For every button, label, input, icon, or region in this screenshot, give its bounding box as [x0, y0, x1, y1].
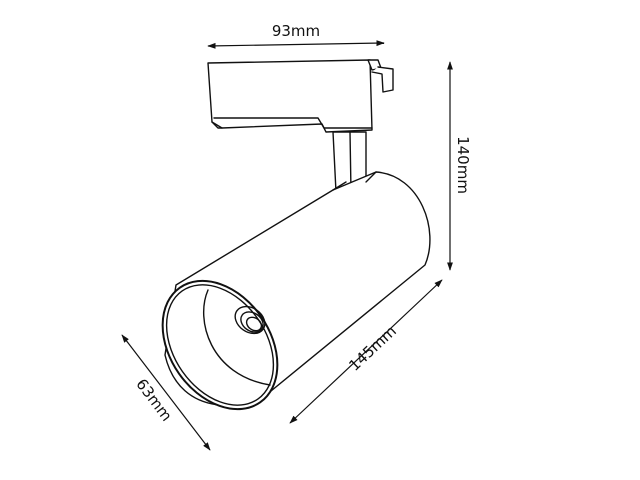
diameter-label: 63mm — [132, 375, 175, 424]
height-label: 140mm — [454, 136, 472, 194]
length-label: 145mm — [345, 322, 400, 375]
dimension-height: 140mm — [447, 61, 472, 271]
reflector — [202, 289, 271, 386]
led-lens — [234, 305, 266, 335]
width-label: 93mm — [272, 22, 320, 40]
track-adapter — [207, 59, 394, 133]
dimension-width: 93mm — [207, 22, 385, 49]
